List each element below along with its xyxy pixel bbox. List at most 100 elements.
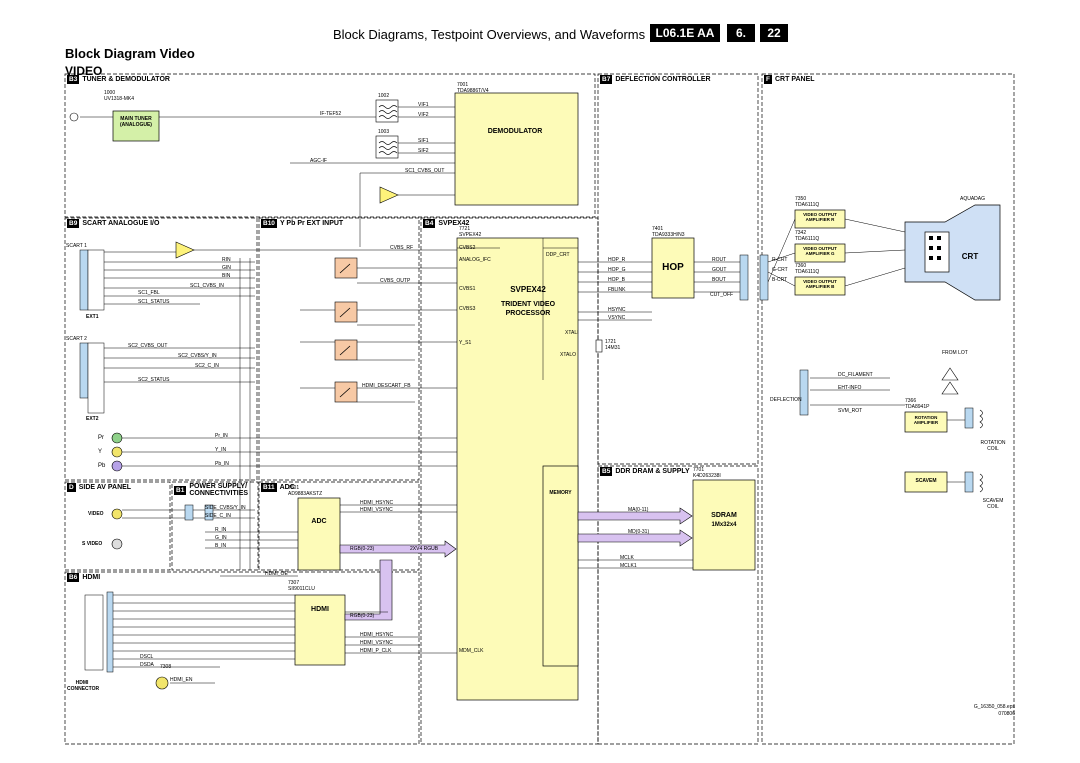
part-7360: 7360	[795, 263, 807, 269]
sig-sif2: SIF2	[418, 148, 429, 154]
sig-b-in: B_IN	[215, 543, 227, 549]
sig-ddp-crt: DDP_CRT	[546, 252, 570, 258]
svpex-label: SVPEX42	[510, 285, 546, 294]
sig-b-crt: B-CRT	[772, 277, 788, 283]
part-7366-name: TDA8941P	[905, 404, 930, 410]
sig-g-in: G_IN	[215, 535, 227, 541]
scavem-label: SCAVEM	[915, 478, 937, 484]
sig-vsync: VSYNC	[608, 315, 626, 321]
sig-cvbs-rf: CVBS_RF	[390, 245, 414, 251]
part-7701-name: K4D263238I	[693, 473, 721, 479]
sig-sc2-cvbs-out: SC2_CVBS_OUT	[128, 343, 168, 349]
part-7721: 7721	[459, 226, 471, 232]
part-1721: 1721	[605, 339, 617, 345]
tuner-label: MAIN TUNER (ANALOGUE)	[120, 116, 152, 128]
chapter-badge: 6.	[727, 24, 755, 42]
sig-y-in: Y_IN	[215, 447, 227, 453]
part-7001-name: TDA9886T/V4	[457, 88, 489, 94]
sig-rgb-bus2: 2XV4 RGUB	[410, 546, 439, 552]
part-7307: 7307	[288, 580, 300, 586]
sig-hdmi-pclk: HDMI_P_CLK	[360, 648, 392, 654]
jack-y-label: Y	[98, 449, 103, 455]
sig-ma: MA(0-11)	[628, 507, 649, 513]
sig-rout: ROUT	[712, 257, 727, 263]
part-7401: 7401	[652, 226, 664, 232]
sig-hop-b: HOP_B	[608, 277, 625, 283]
sig-hdmi-hsync-adc: HDMI_HSYNC	[360, 500, 394, 506]
sig-gout: GOUT	[712, 267, 727, 273]
hdmi-chip-label: HDMI	[311, 606, 329, 613]
connector-scart2: SCART 2	[66, 336, 87, 342]
aquadag-label: AQUADAG	[960, 196, 986, 202]
part-7350: 7350	[795, 196, 807, 202]
amp-b-label: VIDEO OUTPUT AMPLIFIER B	[803, 279, 837, 289]
sig-sc1-fbl: SC1_FBL	[138, 290, 160, 296]
adc-label: ADC	[311, 518, 327, 525]
part-7601-name: AD9883AKSTZ	[288, 491, 323, 497]
sig-sc2-cvbs-in: SC2_CVBS/Y_IN	[178, 353, 217, 359]
sig-g-crt: G-CRT	[772, 267, 788, 273]
sig-sc1-cvbs-out: SC1_CVBS_OUT	[405, 168, 445, 174]
part-1721-name: 14M31	[605, 345, 621, 351]
connector-svideo: S VIDEO	[82, 541, 103, 547]
demodulator-label: DEMODULATOR	[487, 128, 543, 135]
sig-hsync: HSYNC	[608, 307, 626, 313]
jack-pb-label: Pb	[98, 463, 106, 469]
sig-if-tef52: IF-TEF52	[320, 111, 342, 117]
sig-dc-filament: DC_FILAMENT	[838, 372, 873, 378]
connector-ext1: EXT1	[86, 314, 99, 320]
sig-sif1: SIF1	[418, 138, 429, 144]
sig-hdmi-descart-fb: HDMI_DESCART_FB	[362, 383, 411, 389]
sig-dsda: DSDA	[140, 662, 154, 668]
sig-sc2-status: SC2_STATUS	[138, 377, 170, 383]
sig-agc-if: AGC-IF	[310, 158, 327, 164]
sig-mclk1: MCLK1	[620, 563, 637, 569]
sig-xtali: XTALI	[565, 330, 579, 336]
trident-label: TRIDENT VIDEO PROCESSOR	[500, 301, 556, 317]
sig-hdmi-en: HDMI_EN	[170, 677, 193, 683]
part-1002: 1002	[378, 93, 390, 99]
sig-svm-rot: SVM_ROT	[838, 408, 863, 414]
sig-cvbs1: CVBS1	[459, 286, 476, 292]
sig-sc1-status: SC1_STATUS	[138, 299, 170, 305]
sig-rgb-bus: RGB(0-23)	[350, 546, 375, 552]
memory-label: MEMORY	[549, 490, 572, 496]
sdram-label: SDRAM	[711, 512, 737, 519]
sig-from-lot: FROM LOT	[942, 350, 968, 356]
sig-bin: BIN	[222, 273, 231, 279]
sig-cvbs2: CVBS2	[459, 245, 476, 251]
part-1003: 1003	[378, 129, 390, 135]
sig-hop-g: HOP_G	[608, 267, 626, 273]
sig-hdmi-oe: HDMI_OE	[265, 571, 288, 577]
part-7307-name: SII9011CLU	[288, 586, 315, 592]
part-7342: 7342	[795, 230, 807, 236]
part-7366: 7366	[905, 398, 917, 404]
sig-mdm-clk: MDM_CLK	[459, 648, 484, 654]
sig-analog-ifc: ANALOG_IFC	[459, 257, 491, 263]
sig-y-s1: Y_S1	[459, 340, 472, 346]
part-7360-name: TDA6111Q	[795, 269, 820, 275]
part-1000-name: UV1318-MK4	[104, 96, 135, 102]
sig-r-in: R_IN	[215, 527, 227, 533]
part-7001: 7001	[457, 82, 469, 88]
sig-gin: GIN	[222, 265, 231, 271]
sig-side-cvbs: SIDE_CVBS/Y_IN	[205, 505, 246, 511]
sig-mclk: MCLK	[620, 555, 634, 561]
part-7601: 7601	[288, 485, 300, 491]
connector-scart1: SCART 1	[66, 243, 87, 249]
part-7342-name: TDA6111Q	[795, 236, 820, 242]
sig-fblink: FBLINK	[608, 287, 626, 293]
page-badge: 22	[760, 24, 788, 42]
part-7308: 7308	[160, 664, 172, 670]
sig-cvbs-outp: CVBS_OUTP	[380, 278, 411, 284]
